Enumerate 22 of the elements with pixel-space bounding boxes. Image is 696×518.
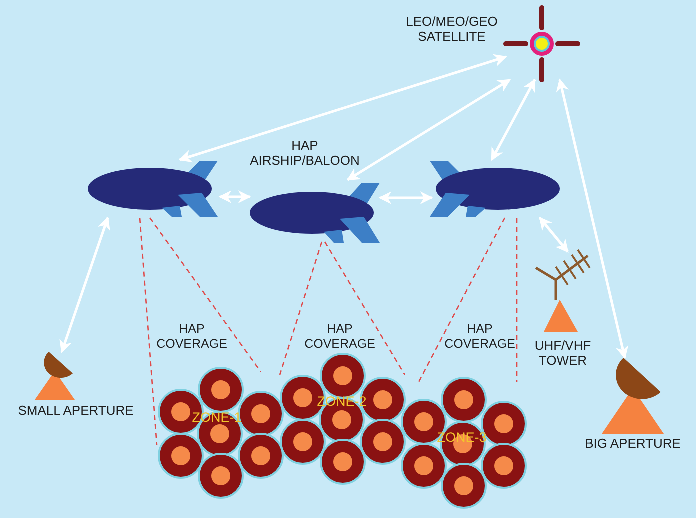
double-arrow	[539, 217, 569, 253]
station-label: SMALL APERTURE	[17, 403, 135, 418]
airship-label: HAP AIRSHIP/BALOON	[249, 138, 361, 168]
coverage-label: HAP COVERAGE	[156, 322, 228, 352]
satellite-label: LEO/MEO/GEO SATELLITE	[405, 14, 499, 44]
coverage-line	[149, 218, 262, 372]
double-arrow	[490, 78, 536, 162]
double-arrow	[178, 54, 508, 163]
coverage-line	[139, 218, 158, 446]
coverage-line	[324, 242, 406, 376]
double-arrow	[218, 190, 252, 204]
coverage-line	[279, 242, 323, 376]
coverage-label: HAP COVERAGE	[304, 322, 376, 352]
tower-label: UHF/VHF TOWER	[534, 338, 592, 368]
coverage-line	[516, 218, 518, 382]
double-arrow	[556, 78, 629, 360]
coverage-line	[418, 218, 506, 382]
double-arrow	[60, 216, 110, 354]
station-label: BIG APERTURE	[584, 436, 682, 451]
double-arrow	[378, 192, 434, 204]
double-arrow	[346, 78, 512, 182]
coverage-label: HAP COVERAGE	[444, 322, 516, 352]
